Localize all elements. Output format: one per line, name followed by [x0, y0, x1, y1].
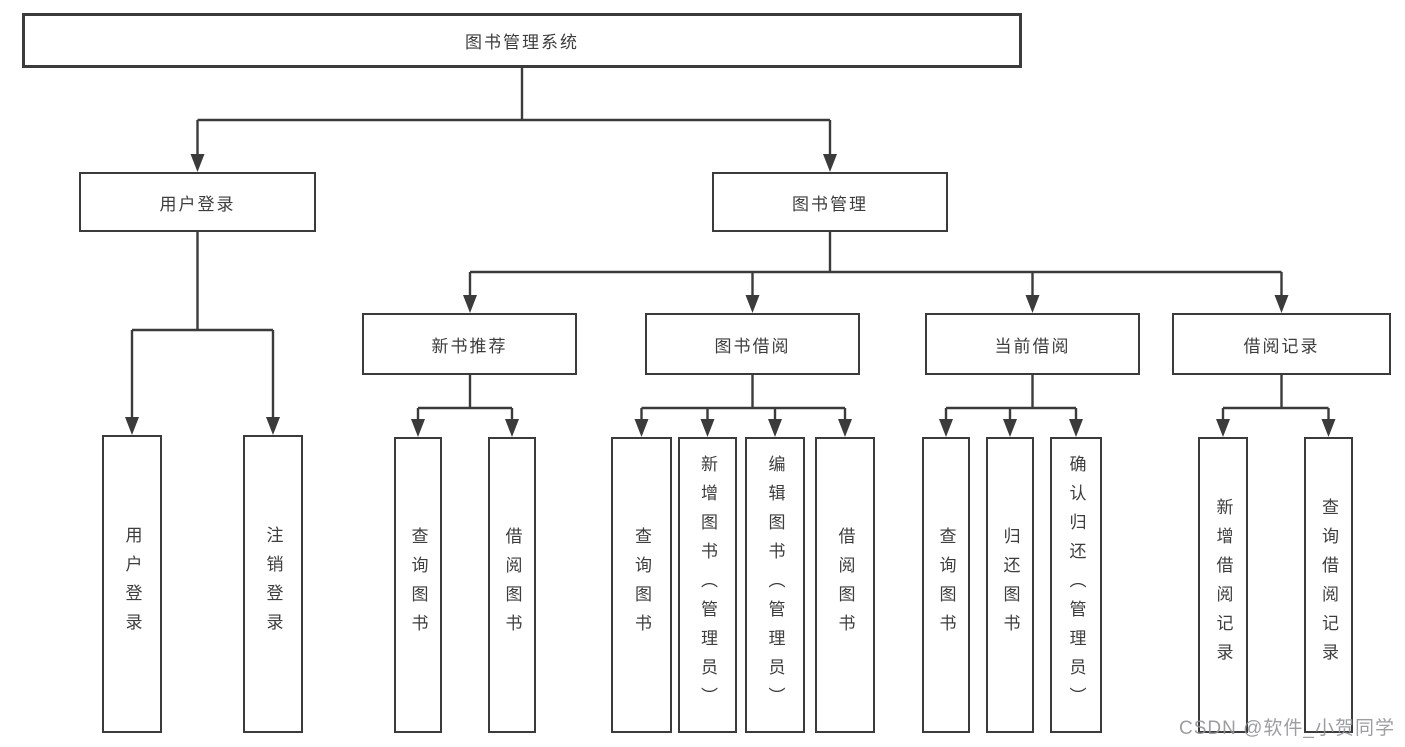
node-current-borrowing: 当前借阅 [925, 313, 1140, 375]
node-borrowing-records: 借阅记录 [1172, 313, 1391, 375]
node-label: 用户登录 [159, 194, 236, 214]
leaf-logout: 注销登录 [243, 435, 303, 733]
node-book-borrowing: 图书借阅 [645, 313, 860, 375]
node-label: 新增借阅记录 [1213, 498, 1233, 672]
node-label: 查询借阅记录 [1319, 498, 1338, 672]
node-user-login: 用户登录 [79, 172, 316, 232]
node-label: 借阅图书 [835, 527, 855, 643]
leaf-borrow-books-recommend: 借阅图书 [488, 437, 536, 733]
node-label: 注销登录 [263, 526, 283, 642]
node-label: 借阅图书 [502, 527, 522, 643]
node-book-management: 图书管理 [712, 172, 948, 232]
node-label: 确认归还（管理员） [1066, 454, 1086, 716]
node-label: 新增图书（管理员） [698, 454, 717, 716]
node-label: 用户登录 [122, 526, 142, 642]
node-library-management-system: 图书管理系统 [22, 13, 1022, 68]
node-label: 归还图书 [1000, 527, 1020, 643]
node-label: 图书管理系统 [465, 33, 579, 52]
node-new-book-recommendation: 新书推荐 [362, 313, 577, 375]
node-label: 当前借阅 [994, 336, 1071, 356]
leaf-query-books-current: 查询图书 [922, 437, 970, 733]
node-label: 新书推荐 [431, 336, 508, 356]
node-label: 编辑图书（管理员） [765, 454, 785, 716]
leaf-borrow-books: 借阅图书 [815, 437, 875, 733]
leaf-user-login: 用户登录 [102, 435, 162, 733]
leaf-confirm-return-admin: 确认归还（管理员） [1050, 437, 1102, 733]
node-label: 查询图书 [408, 527, 428, 643]
node-label: 查询图书 [936, 527, 956, 643]
tree-edges [130, 68, 1330, 423]
leaf-query-borrow-record: 查询借阅记录 [1304, 437, 1353, 733]
node-label: 查询图书 [632, 527, 651, 643]
node-label: 图书借阅 [714, 336, 791, 356]
node-label: 借阅记录 [1243, 336, 1320, 356]
leaf-edit-books-admin: 编辑图书（管理员） [745, 437, 805, 733]
leaf-return-books: 归还图书 [986, 437, 1034, 733]
leaf-query-books-recommend: 查询图书 [394, 437, 442, 733]
watermark: CSDN @软件_小贺同学 [1179, 718, 1395, 739]
leaf-add-borrow-record: 新增借阅记录 [1198, 437, 1248, 733]
leaf-add-books-admin: 新增图书（管理员） [678, 437, 737, 733]
node-label: 图书管理 [792, 194, 868, 214]
leaf-query-books-borrowing: 查询图书 [611, 437, 672, 733]
